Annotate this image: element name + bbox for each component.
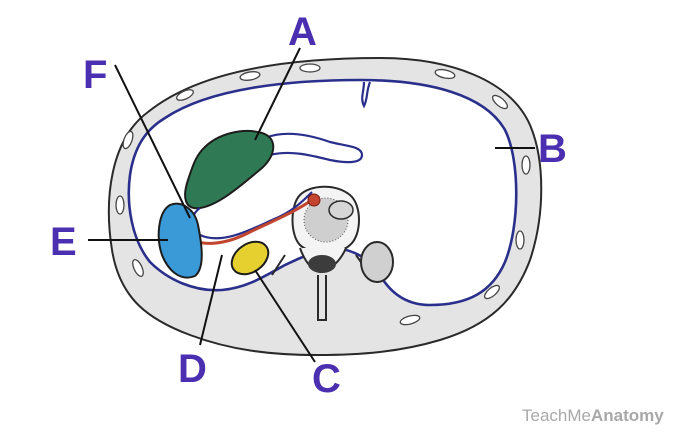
aorta bbox=[307, 193, 321, 207]
structure-C bbox=[230, 240, 270, 276]
leader-lines bbox=[88, 47, 535, 363]
label-B: B bbox=[538, 127, 567, 171]
crus-section bbox=[328, 200, 354, 220]
structure-E bbox=[157, 202, 203, 279]
label-F: F bbox=[83, 53, 107, 97]
right-kidney bbox=[360, 241, 394, 283]
omental-extension bbox=[264, 132, 364, 164]
label-A: A bbox=[288, 10, 317, 54]
label-E: E bbox=[50, 220, 77, 264]
label-D: D bbox=[178, 347, 207, 391]
falciform-ligament bbox=[361, 81, 372, 109]
structure-A bbox=[184, 130, 275, 210]
watermark: TeachMeAnatomy bbox=[522, 406, 664, 425]
rib-sections bbox=[115, 63, 531, 326]
label-C: C bbox=[312, 357, 341, 401]
